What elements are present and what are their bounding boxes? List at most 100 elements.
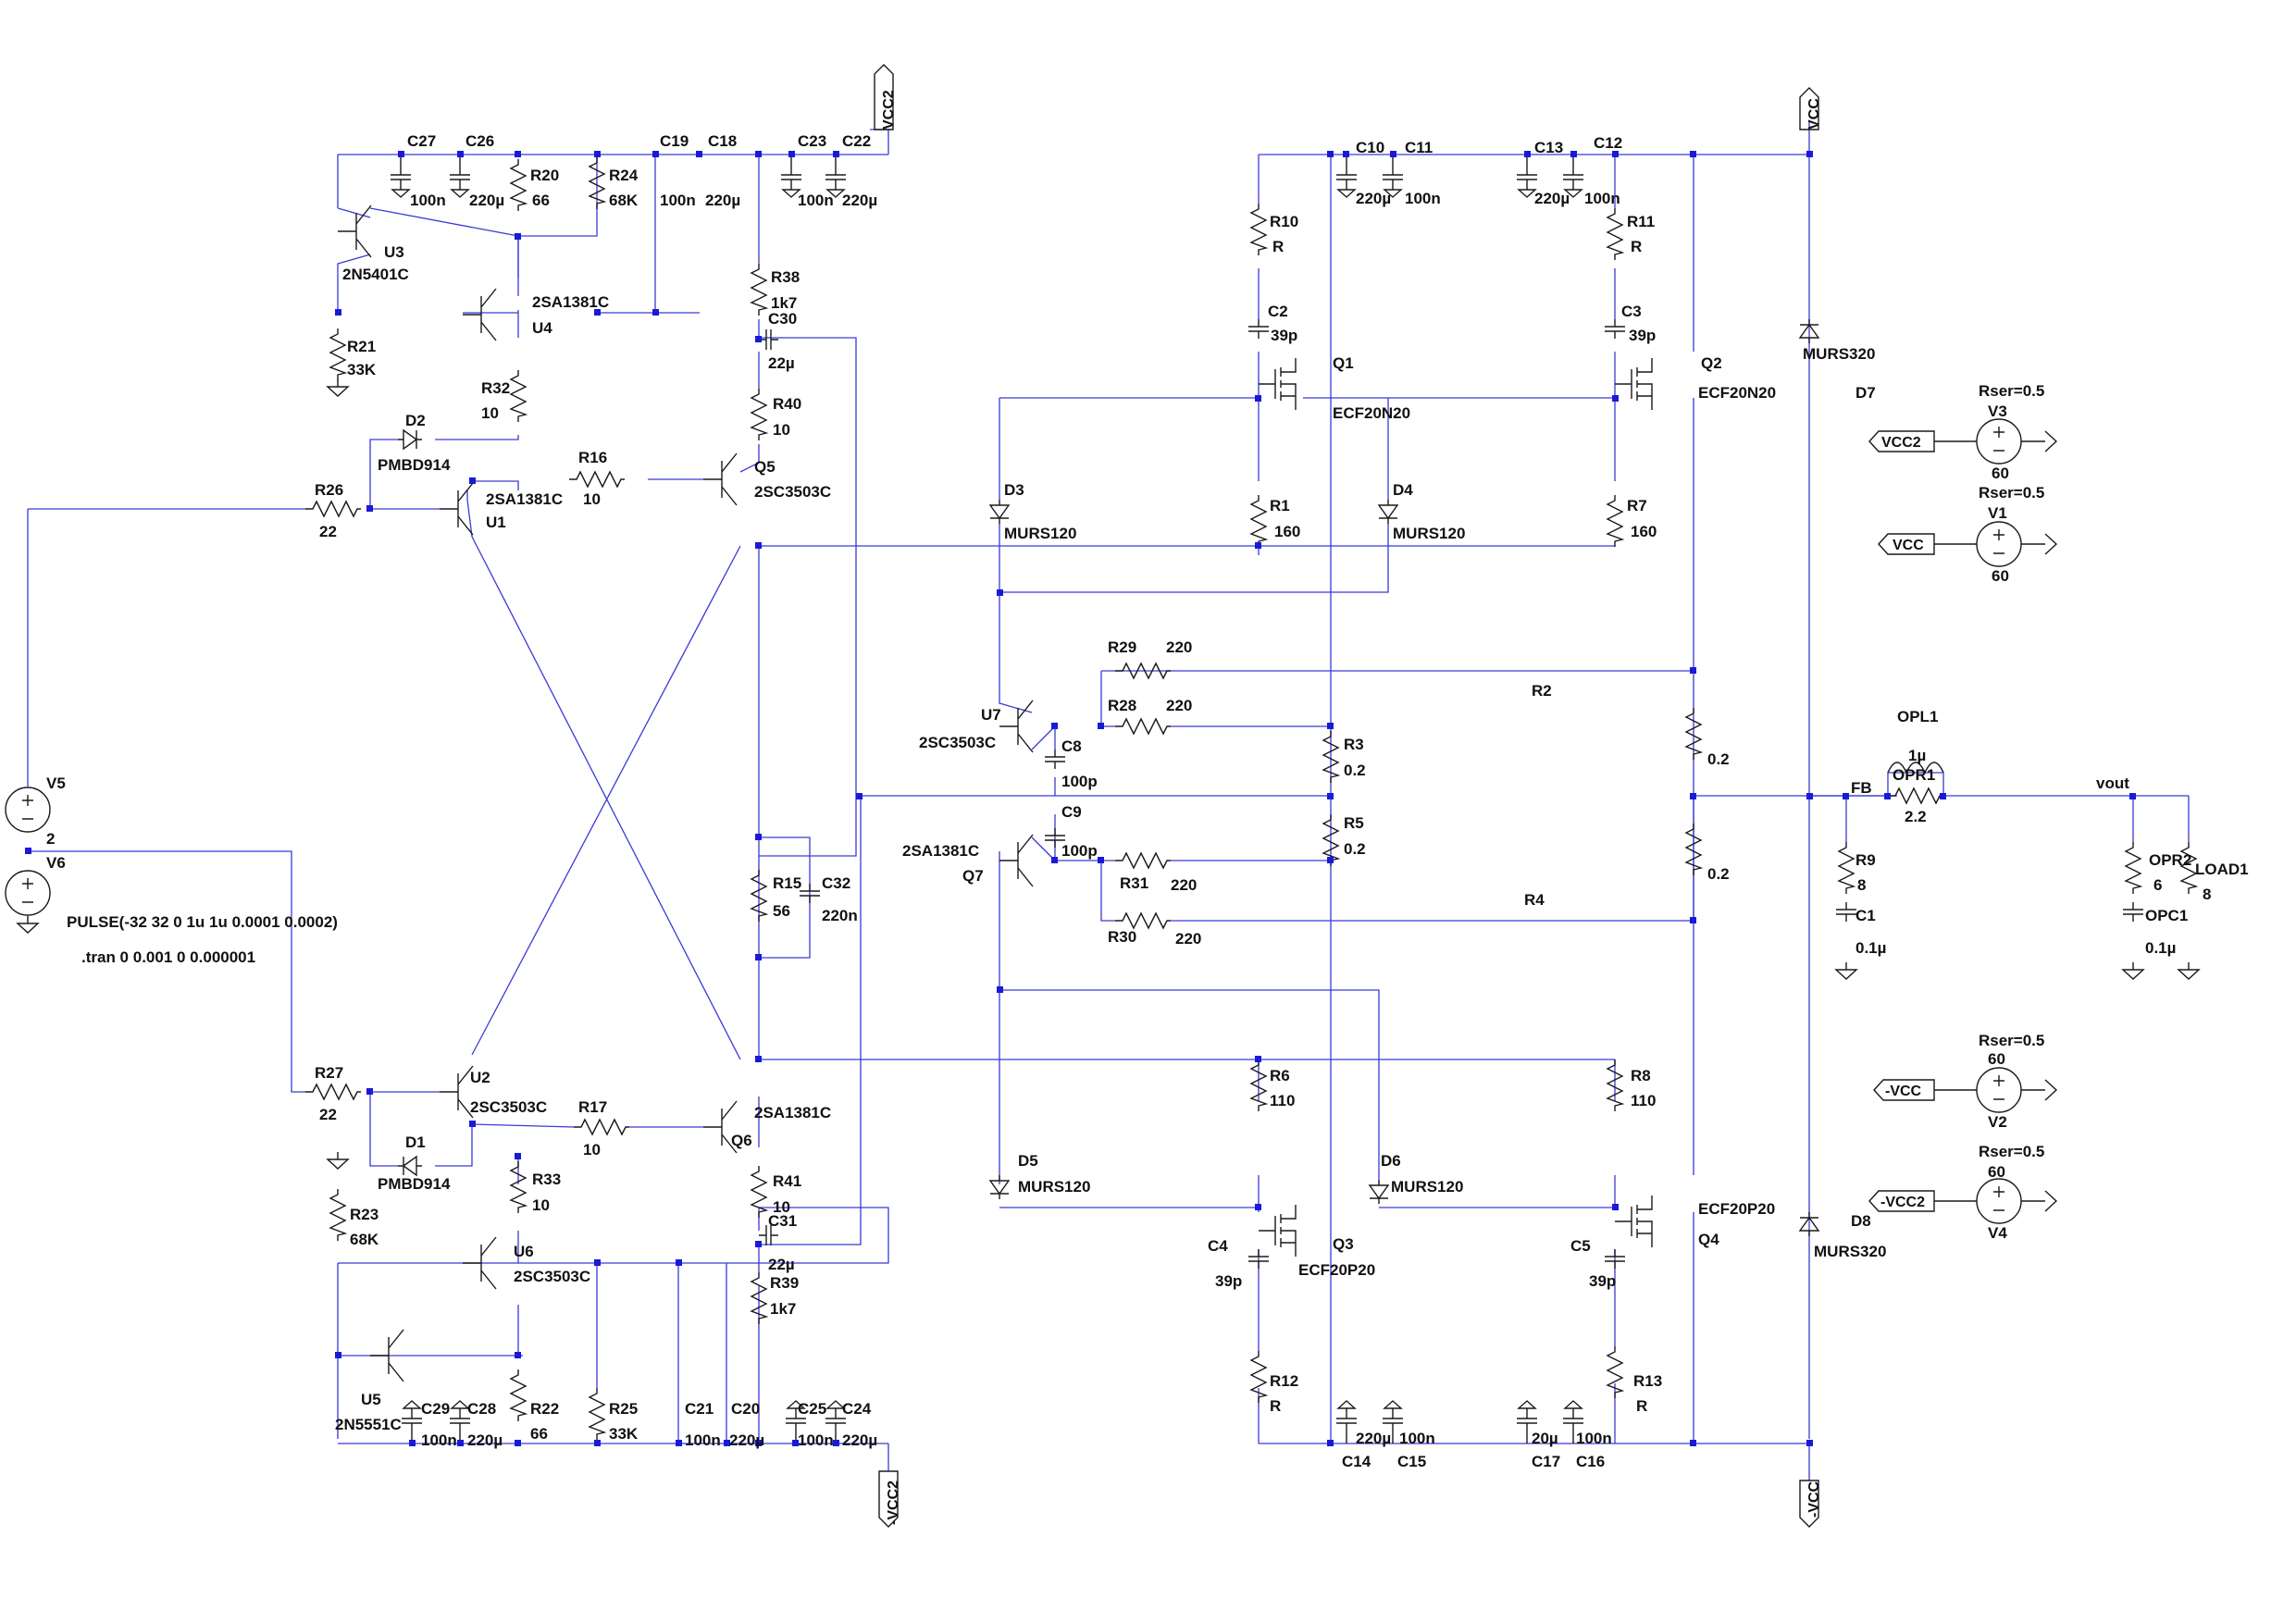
label-c5v: 39p xyxy=(1589,1272,1616,1290)
label-r24: R24 xyxy=(609,167,639,184)
label-c31v: 22µ xyxy=(768,1256,795,1273)
label-r39: R39 xyxy=(770,1274,799,1292)
label-load1v: 8 xyxy=(2203,886,2211,903)
label-r10v: R xyxy=(1272,238,1284,255)
label-r6v: 110 xyxy=(1270,1092,1295,1109)
source-v2-name: V2 xyxy=(1988,1113,2007,1131)
label-c15: C15 xyxy=(1397,1453,1426,1470)
label-r13v: R xyxy=(1636,1397,1647,1415)
label-u5: U5 xyxy=(361,1391,381,1408)
label-r9: R9 xyxy=(1855,851,1876,869)
label-r30v: 220 xyxy=(1175,930,1201,948)
label-c18v: 220µ xyxy=(705,192,740,209)
tran-directive: .tran 0 0.001 0 0.000001 xyxy=(81,948,255,966)
label-r40v: 10 xyxy=(773,421,790,439)
label-r3: R3 xyxy=(1344,736,1364,753)
label-r28: R28 xyxy=(1108,697,1136,714)
label-c24v: 220µ xyxy=(842,1431,877,1449)
label-mvcc2-src: -VCC2 xyxy=(1880,1195,1925,1210)
label-u6p: 2SC3503C xyxy=(514,1268,590,1285)
source-v6-name: V6 xyxy=(46,854,66,872)
label-c28: C28 xyxy=(467,1400,496,1418)
label-u1p: 2SA1381C xyxy=(486,490,563,508)
label-r1: R1 xyxy=(1270,497,1290,514)
source-v5-name: V5 xyxy=(46,774,66,792)
label-c17v: 20µ xyxy=(1532,1430,1558,1447)
label-c8v: 100p xyxy=(1061,773,1098,790)
label-opr2v: 6 xyxy=(2153,876,2162,894)
source-v3-name: V3 xyxy=(1988,403,2007,420)
label-r3v: 0.2 xyxy=(1344,762,1366,779)
label-r9v: 8 xyxy=(1857,876,1866,894)
label-opr1v: 2.2 xyxy=(1905,808,1927,825)
label-r15v: 56 xyxy=(773,902,790,920)
source-v1-value: 60 xyxy=(1992,567,2009,585)
label-u4p: 2SA1381C xyxy=(532,293,609,311)
label-load1: LOAD1 xyxy=(2195,861,2249,878)
label-r25: R25 xyxy=(609,1400,638,1418)
label-d2p: PMBD914 xyxy=(378,456,451,474)
label-c20: C20 xyxy=(731,1400,760,1418)
label-r29v: 220 xyxy=(1166,638,1192,656)
source-v4-name: V4 xyxy=(1988,1224,2007,1242)
label-c32: C32 xyxy=(822,874,850,892)
label-c19: C19 xyxy=(660,132,689,150)
label-u7p: 2SC3503C xyxy=(919,734,996,751)
label-r21: R21 xyxy=(347,338,376,355)
label-c21v: 100n xyxy=(685,1431,721,1449)
label-r5: R5 xyxy=(1344,814,1364,832)
label-d1: D1 xyxy=(405,1134,426,1151)
label-r7v: 160 xyxy=(1631,523,1657,540)
label-c29: C29 xyxy=(421,1400,450,1418)
label-q4: Q4 xyxy=(1698,1231,1719,1248)
label-c22v: 220µ xyxy=(842,192,877,209)
label-r31v: 220 xyxy=(1171,876,1197,894)
label-r26v: 22 xyxy=(319,523,337,540)
label-c1v: 0.1µ xyxy=(1855,939,1886,957)
label-r26: R26 xyxy=(315,481,343,499)
label-c25v: 100n xyxy=(798,1431,834,1449)
source-v5-value: 2 xyxy=(46,830,55,848)
label-r38: R38 xyxy=(771,268,800,286)
label-r25v: 33K xyxy=(609,1425,639,1443)
label-r23v: 68K xyxy=(350,1231,379,1248)
label-c9: C9 xyxy=(1061,803,1082,821)
source-v3-value: 60 xyxy=(1992,465,2009,482)
label-d4p: MURS120 xyxy=(1393,525,1465,542)
label-c10v: 220µ xyxy=(1356,190,1391,207)
label-c3v: 39p xyxy=(1629,327,1656,344)
label-r31: R31 xyxy=(1120,874,1148,892)
label-r4v: 0.2 xyxy=(1707,865,1730,883)
source-v4-value: 60 xyxy=(1988,1163,2005,1181)
label-r33: R33 xyxy=(532,1171,561,1188)
label-d8p: MURS320 xyxy=(1814,1243,1886,1260)
label-c19v: 100n xyxy=(660,192,696,209)
label-u2p: 2SC3503C xyxy=(470,1098,547,1116)
label-c13: C13 xyxy=(1534,139,1563,156)
label-r2v: 0.2 xyxy=(1707,750,1730,768)
label-d5p: MURS120 xyxy=(1018,1178,1090,1196)
label-c30v: 22µ xyxy=(768,354,795,372)
label-d3: D3 xyxy=(1004,481,1024,499)
label-r16: R16 xyxy=(578,449,607,466)
label-d5: D5 xyxy=(1018,1152,1038,1170)
label-d3p: MURS120 xyxy=(1004,525,1076,542)
label-d4: D4 xyxy=(1393,481,1413,499)
label-q1: Q1 xyxy=(1333,354,1354,372)
label-r17: R17 xyxy=(578,1098,607,1116)
label-r7: R7 xyxy=(1627,497,1647,514)
label-d7: D7 xyxy=(1855,384,1876,402)
source-v4-rser: Rser=0.5 xyxy=(1979,1143,2044,1160)
label-c8: C8 xyxy=(1061,737,1082,755)
source-v2-value: 60 xyxy=(1988,1050,2005,1068)
label-r22: R22 xyxy=(530,1400,559,1418)
label-c26v: 220µ xyxy=(469,192,504,209)
label-c4v: 39p xyxy=(1215,1272,1242,1290)
label-r12v: R xyxy=(1270,1397,1281,1415)
label-r20: R20 xyxy=(530,167,559,184)
label-r29: R29 xyxy=(1108,638,1136,656)
label-opr1: OPR1 xyxy=(1893,766,1935,784)
label-c27v: 100n xyxy=(410,192,446,209)
label-fb: FB xyxy=(1851,779,1872,797)
